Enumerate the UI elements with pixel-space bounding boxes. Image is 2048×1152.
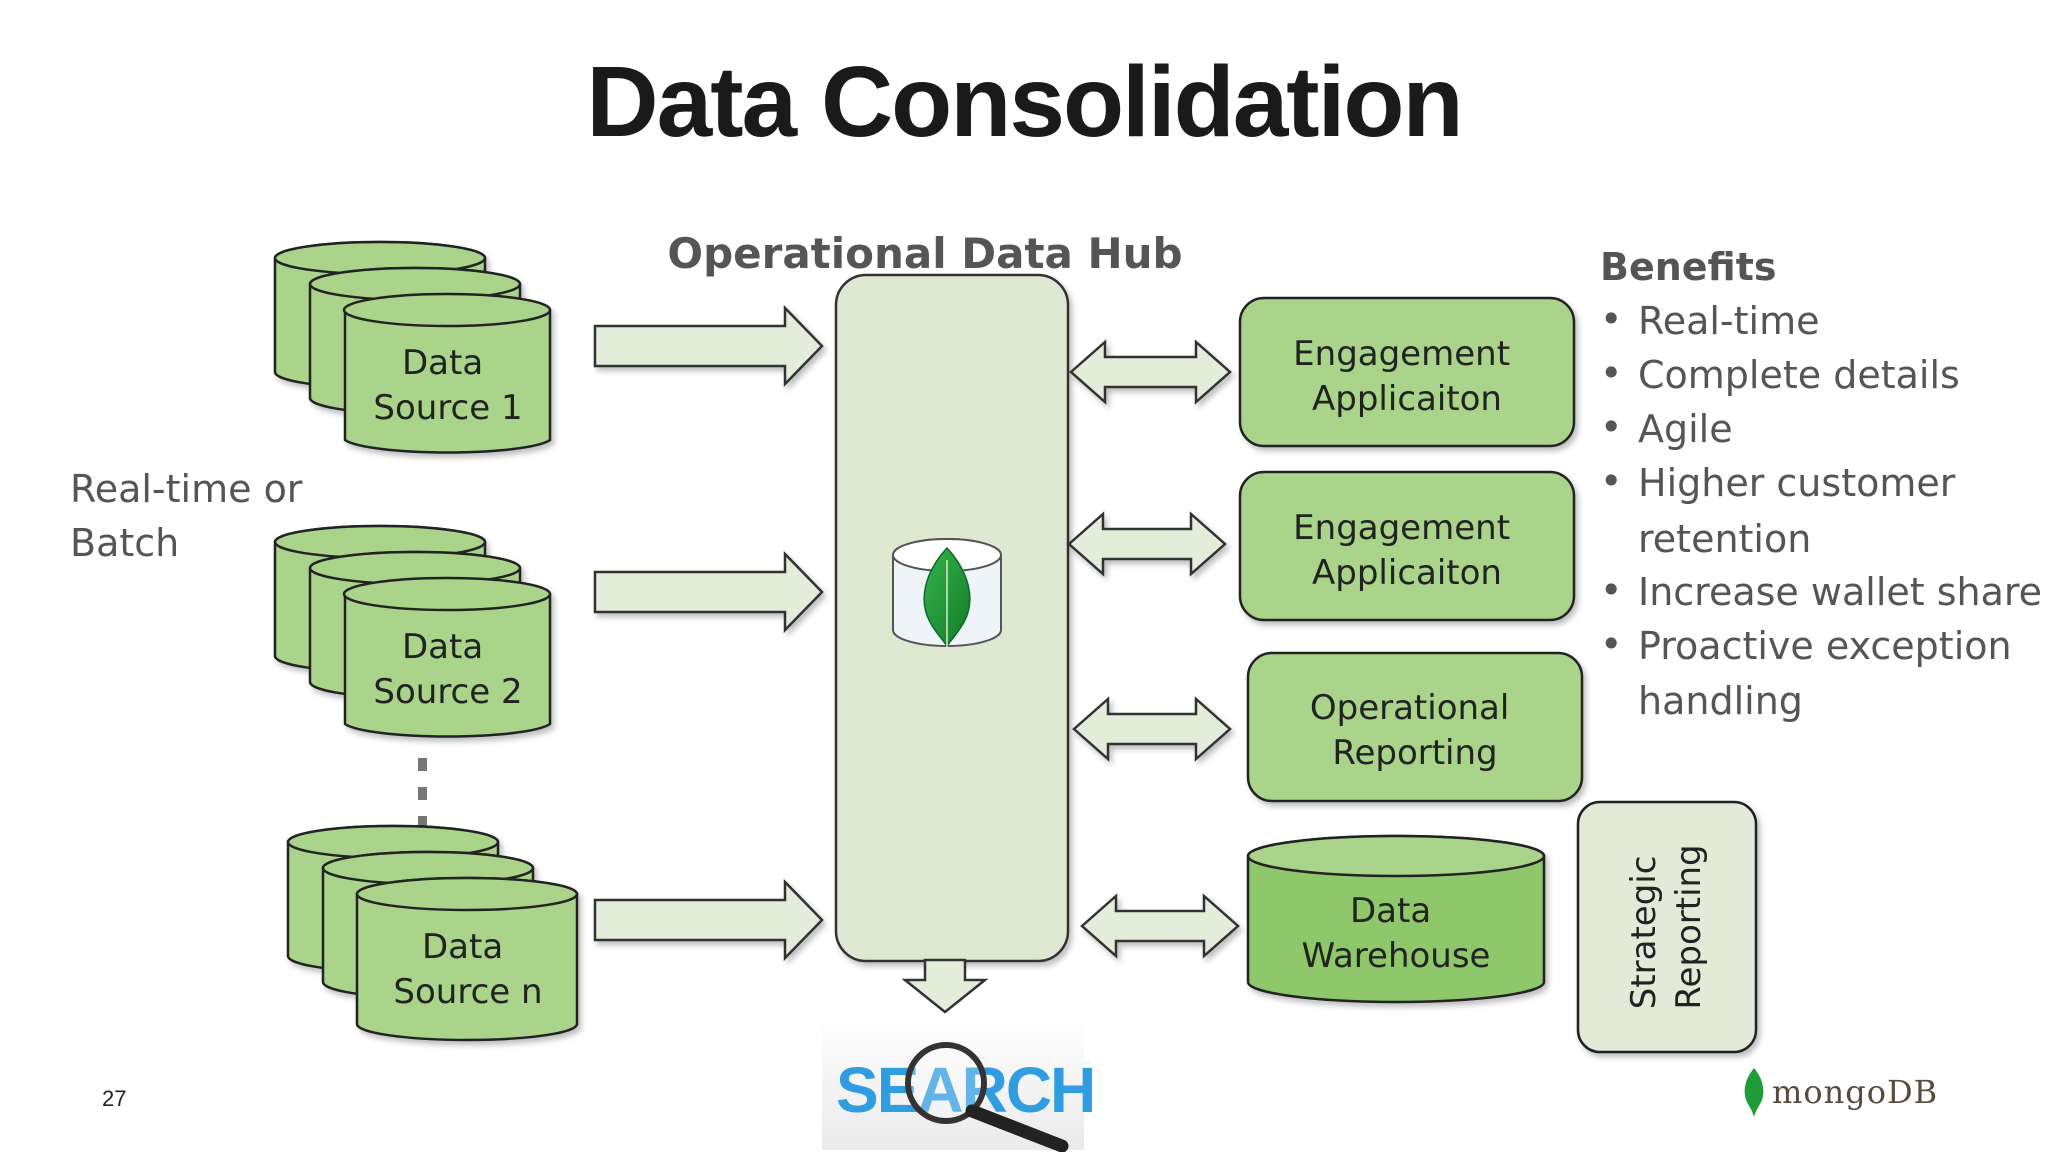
engagement-application-box-2 [1238, 470, 1576, 622]
data-warehouse-label: Data Warehouse [1302, 891, 1491, 976]
strategic-reporting-line-1: Strategic [1624, 856, 1664, 1010]
operational-reporting-line-1: Operational [1310, 688, 1509, 728]
bidirectional-arrow-3 [1072, 696, 1232, 762]
bidirectional-arrow-4 [1080, 893, 1240, 959]
data-warehouse-line-1: Data [1350, 891, 1431, 931]
strategic-reporting-box [1576, 800, 1758, 1054]
ingest-mode-line-2: Batch [70, 521, 179, 565]
engagement-application-1-line-2: Applicaiton [1312, 379, 1502, 419]
search-arrow [901, 958, 989, 1014]
data-source-1-label: Data Source 1 [373, 343, 522, 428]
hub-label: Operational Data Hub [667, 229, 1182, 278]
data-source-2-line-1: Data [402, 627, 483, 667]
benefit-item-4: Higher customer retention [1638, 461, 1967, 561]
strategic-reporting-line-2: Reporting [1669, 844, 1709, 1009]
benefit-bullet-4: • [1600, 459, 1622, 503]
engagement-application-box-1 [1238, 296, 1576, 448]
benefit-item-2: Complete details [1638, 353, 1960, 397]
ingest-arrow-n [593, 878, 824, 962]
data-source-2-stack [273, 524, 552, 738]
operational-reporting-label: Operational Reporting [1310, 688, 1520, 773]
benefit-item-1: Real-time [1638, 299, 1819, 343]
benefit-item-4-line-2: retention [1638, 517, 1811, 561]
data-source-n-line-1: Data [422, 927, 503, 967]
benefit-item-6-line-1: Proactive exception [1638, 624, 2012, 668]
data-source-1-line-2: Source 1 [373, 388, 522, 428]
data-warehouse-cylinder [1246, 834, 1546, 1004]
search-graphic: SEARCH [822, 1015, 1096, 1150]
ingest-arrow-2 [593, 550, 824, 634]
engagement-application-1-label: Engagement Applicaiton [1293, 334, 1521, 419]
benefit-item-4-line-1: Higher customer [1638, 461, 1956, 505]
benefit-bullet-3: • [1600, 405, 1622, 449]
benefit-bullet-5: • [1600, 568, 1622, 612]
benefits-heading: Benefits [1600, 245, 1777, 289]
magnifier-icon [905, 1042, 1069, 1152]
benefit-item-5: Increase wallet share [1638, 570, 2042, 614]
engagement-application-2-line-1: Engagement [1293, 508, 1510, 548]
data-source-1-line-1: Data [402, 343, 483, 383]
mongodb-logo: mongoDB [1744, 1068, 1938, 1117]
data-source-n-stack [286, 824, 579, 1042]
benefit-item-6: Proactive exception handling [1638, 624, 2024, 723]
data-source-1-stack [273, 240, 552, 454]
data-source-n-label: Data Source n [393, 927, 542, 1012]
page-number: 27 [102, 1086, 127, 1111]
mongodb-logo-text: mongoDB [1772, 1073, 1938, 1111]
data-warehouse-line-2: Warehouse [1302, 936, 1491, 976]
engagement-application-2-line-2: Applicaiton [1312, 553, 1502, 593]
engagement-application-2-label: Engagement Applicaiton [1293, 508, 1521, 593]
slide-title: Data Consolidation [586, 46, 1461, 158]
operational-reporting-line-2: Reporting [1332, 733, 1497, 773]
benefit-bullet-1: • [1600, 297, 1622, 341]
more-sources-ellipsis [418, 758, 427, 829]
benefit-item-3: Agile [1638, 407, 1733, 451]
bidirectional-arrow-2 [1067, 511, 1227, 577]
bidirectional-arrow-1 [1069, 339, 1232, 405]
operational-reporting-box [1246, 651, 1584, 803]
mongodb-database-icon [892, 538, 1002, 648]
data-source-2-line-2: Source 2 [373, 672, 522, 712]
benefits-list: • Real-time • Complete details • Agile •… [1600, 297, 2042, 723]
ingest-mode-label: Real-time or Batch [70, 467, 315, 565]
data-source-2-label: Data Source 2 [373, 627, 522, 712]
data-source-n-line-2: Source n [393, 972, 542, 1012]
engagement-application-1-line-1: Engagement [1293, 334, 1510, 374]
strategic-reporting-label: Strategic Reporting [1624, 844, 1709, 1009]
benefit-bullet-2: • [1600, 351, 1622, 395]
benefit-bullet-6: • [1600, 622, 1622, 666]
benefit-item-6-line-2: handling [1638, 679, 1803, 723]
ingest-mode-line-1: Real-time or [70, 467, 303, 511]
ingest-arrow-1 [593, 304, 824, 388]
